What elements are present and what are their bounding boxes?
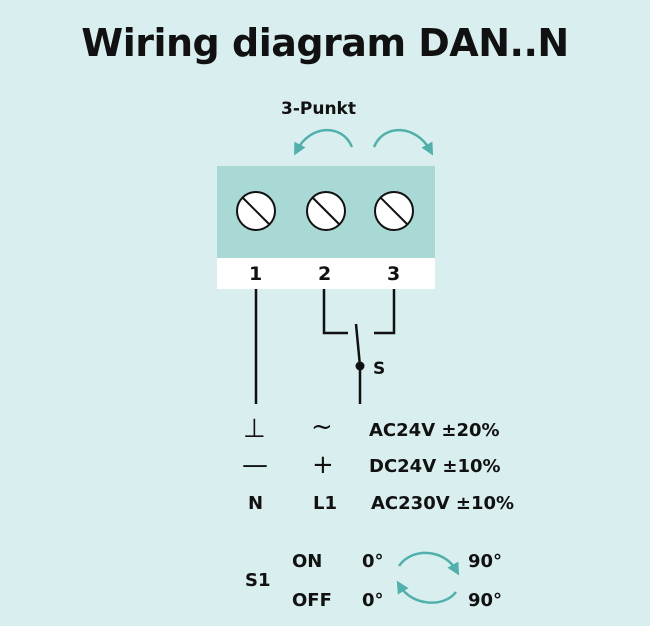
terminal-number-1: 1: [249, 263, 263, 285]
minus-symbol: —: [242, 450, 268, 480]
terminal-number-2: 2: [318, 263, 332, 285]
ccw-arrow-icon: [294, 128, 354, 156]
screw-terminal-1: [236, 191, 276, 231]
screw-terminal-3: [374, 191, 414, 231]
terminal-number-strip: [217, 258, 435, 289]
screw-terminal-2: [306, 191, 346, 231]
off-rotation-arrow-icon: [396, 580, 457, 604]
line-label: L1: [313, 493, 337, 514]
switch-label: S: [373, 359, 386, 379]
on-to-angle: 90°: [468, 551, 503, 572]
ac-symbol: ~: [311, 412, 333, 442]
ground-symbol: ⊥: [243, 414, 266, 444]
spec-ac24v: AC24V ±20%: [369, 420, 500, 441]
neutral-label: N: [248, 493, 264, 514]
off-to-angle: 90°: [468, 590, 503, 611]
diagram-title: Wiring diagram DAN..N: [81, 21, 569, 65]
mode-label: 3-Punkt: [281, 99, 356, 119]
spec-dc24v: DC24V ±10%: [369, 456, 501, 477]
s1-label: S1: [245, 570, 271, 591]
cw-arrow-icon: [372, 128, 434, 156]
off-from-angle: 0°: [362, 590, 384, 611]
on-from-angle: 0°: [362, 551, 384, 572]
terminal-number-3: 3: [387, 263, 401, 285]
wire-terminal-2: [322, 289, 348, 335]
wire-terminal-3: [374, 289, 396, 335]
switch-blade: [354, 323, 362, 367]
spec-ac230v: AC230V ±10%: [371, 493, 515, 514]
wiring-lines: [254, 289, 396, 404]
plus-symbol: +: [312, 450, 334, 480]
off-label: OFF: [292, 590, 332, 611]
switch-pivot: [355, 361, 365, 371]
on-rotation-arrow-icon: [397, 551, 460, 576]
on-label: ON: [292, 551, 323, 572]
